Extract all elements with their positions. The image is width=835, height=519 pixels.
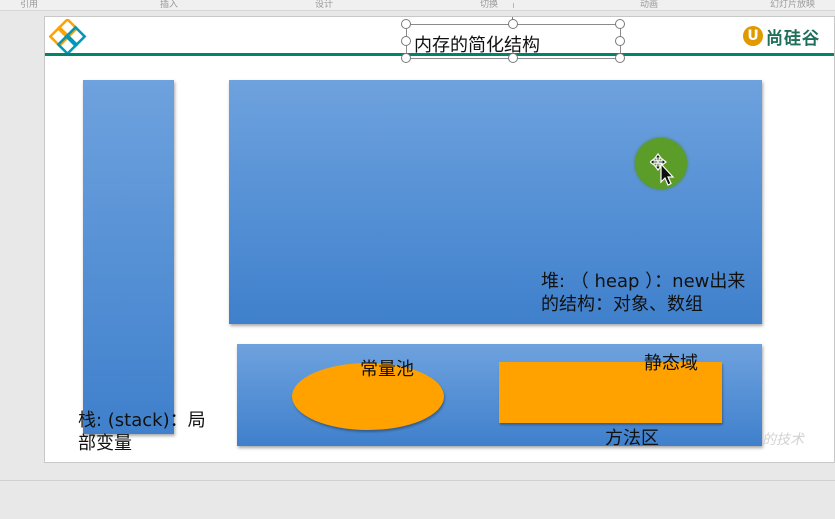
- stack-label-line: 栈: (stack)：局: [78, 410, 206, 431]
- heap-label-line: 的结构：对象、数组: [541, 294, 703, 315]
- resize-handle-right[interactable]: [615, 36, 625, 46]
- ribbon-tab-label[interactable]: 引用: [20, 0, 39, 10]
- constant-pool-label[interactable]: 常量池: [360, 359, 414, 380]
- resize-handle-bottom[interactable]: [508, 53, 518, 63]
- watermark: 的技术: [762, 432, 804, 448]
- company-name: 尚硅谷: [766, 28, 820, 49]
- method-area-label[interactable]: 方法区: [605, 428, 659, 449]
- header-divider: [45, 53, 834, 56]
- heap-label-line: 堆: （ heap ）：new出来: [541, 271, 746, 292]
- move-cursor-icon: [650, 153, 675, 186]
- resize-handle-top-left[interactable]: [401, 19, 411, 29]
- company-mark-icon: U: [743, 26, 763, 46]
- resize-handle-bottom-left[interactable]: [401, 53, 411, 63]
- constant-pool-ellipse[interactable]: [292, 363, 444, 430]
- ribbon-tab-label[interactable]: 幻灯片放映: [770, 0, 816, 10]
- diamond-logo-icon: [49, 19, 87, 55]
- resize-handle-top-right[interactable]: [615, 19, 625, 29]
- slide-canvas[interactable]: U 尚硅谷 内存的简化结构 堆: （ heap ）：new出来 的结构：对象、数…: [44, 16, 835, 463]
- resize-handle-bottom-right[interactable]: [615, 53, 625, 63]
- resize-handle-left[interactable]: [401, 36, 411, 46]
- ribbon-tab-label[interactable]: 动画: [640, 0, 659, 10]
- static-area-rect[interactable]: [499, 362, 722, 423]
- static-area-label[interactable]: 静态域: [644, 353, 698, 374]
- heap-region[interactable]: [229, 80, 762, 324]
- ribbon-tab-strip: 引用 插入 设计 切换 动画 幻灯片放映: [0, 0, 835, 11]
- stack-label[interactable]: 栈: (stack)：局 部变量: [78, 409, 206, 455]
- heap-label[interactable]: 堆: （ heap ）：new出来 的结构：对象、数组: [541, 270, 745, 316]
- ribbon-tab-label[interactable]: 插入: [160, 0, 179, 10]
- company-logo: U 尚硅谷: [743, 25, 820, 49]
- slide-title[interactable]: 内存的简化结构: [414, 35, 540, 56]
- notes-pane-divider: [0, 480, 835, 481]
- stack-region[interactable]: [83, 80, 174, 434]
- ribbon-tab-label[interactable]: 设计: [315, 0, 334, 10]
- ruler-tick: [513, 3, 514, 8]
- stack-label-line: 部变量: [78, 433, 132, 454]
- resize-handle-top[interactable]: [508, 19, 518, 29]
- ribbon-tab-label[interactable]: 切换: [480, 0, 499, 10]
